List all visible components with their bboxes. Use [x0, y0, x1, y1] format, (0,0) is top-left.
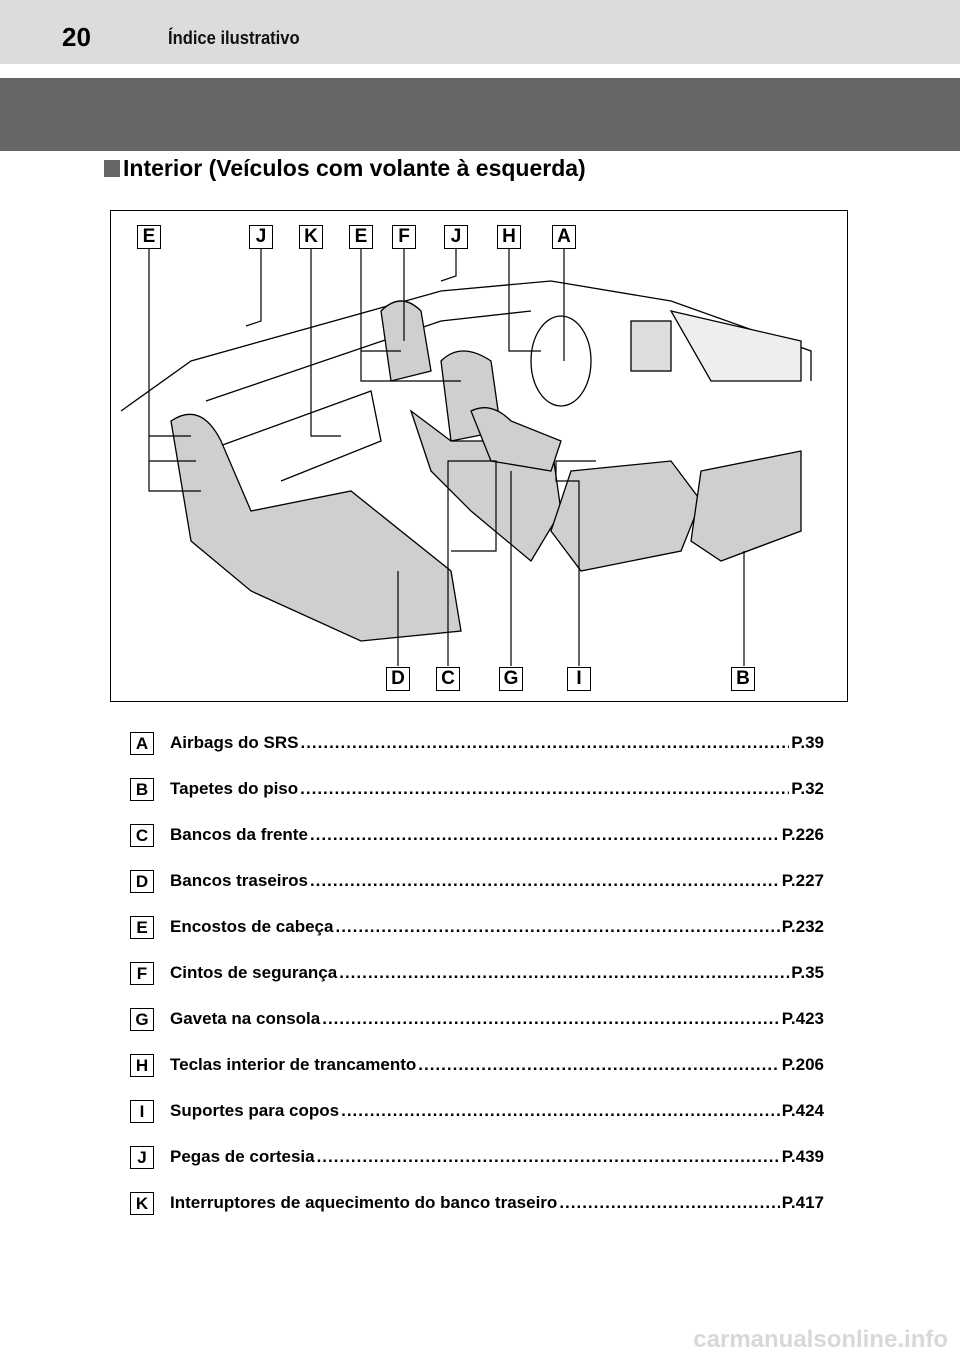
label-F: F	[392, 225, 416, 249]
item-page-ref[interactable]: P.439	[781, 1147, 824, 1166]
item-letter: D	[130, 869, 154, 893]
index-item[interactable]: I Suportes para copos P.424	[130, 1088, 824, 1134]
index-item[interactable]: B Tapetes do piso P.32	[130, 766, 824, 812]
dot-leader	[322, 1009, 780, 1029]
item-label: Airbags do SRS	[170, 733, 299, 752]
item-label: Bancos traseiros	[170, 871, 308, 890]
dot-leader	[339, 963, 789, 983]
index-item[interactable]: G Gaveta na consola P.423	[130, 996, 824, 1042]
item-page-ref[interactable]: P.35	[791, 963, 824, 982]
index-item[interactable]: D Bancos traseiros P.227	[130, 858, 824, 904]
index-item[interactable]: E Encostos de cabeça P.232	[130, 904, 824, 950]
index-item[interactable]: C Bancos da frente P.226	[130, 812, 824, 858]
section-heading: Interior (Veículos com volante à esquerd…	[104, 155, 586, 182]
dot-leader	[310, 871, 780, 891]
index-item[interactable]: H Teclas interior de trancamento P.206	[130, 1042, 824, 1088]
label-D: D	[386, 667, 410, 691]
dot-leader	[559, 1193, 779, 1213]
item-letter: B	[130, 777, 154, 801]
dot-leader	[341, 1101, 780, 1121]
dot-leader	[418, 1055, 780, 1075]
header-band	[0, 78, 960, 151]
label-H: H	[497, 225, 521, 249]
interior-illustration: E J K E F J H A D C G I B	[110, 210, 848, 702]
square-bullet-icon	[104, 160, 120, 177]
item-letter: I	[130, 1099, 154, 1123]
item-letter: K	[130, 1191, 154, 1215]
item-page-ref[interactable]: P.227	[781, 871, 824, 890]
item-page-ref[interactable]: P.232	[781, 917, 824, 936]
item-label: Pegas de cortesia	[170, 1147, 315, 1166]
index-item[interactable]: F Cintos de segurança P.35	[130, 950, 824, 996]
index-item[interactable]: K Interruptores de aquecimento do banco t…	[130, 1180, 824, 1226]
dot-leader	[310, 825, 780, 845]
item-page-ref[interactable]: P.417	[781, 1193, 824, 1212]
item-label: Gaveta na consola	[170, 1009, 321, 1028]
item-letter: F	[130, 961, 154, 985]
item-letter: C	[130, 823, 154, 847]
item-letter: A	[130, 731, 154, 755]
item-label: Tapetes do piso	[170, 779, 299, 798]
dot-leader	[300, 779, 789, 799]
label-E: E	[137, 225, 161, 249]
item-label: Interruptores de aquecimento do banco tr…	[170, 1193, 558, 1212]
item-page-ref[interactable]: P.32	[791, 779, 824, 798]
item-label: Encostos de cabeça	[170, 917, 334, 936]
dot-leader	[335, 917, 779, 937]
item-page-ref[interactable]: P.226	[781, 825, 824, 844]
item-label: Suportes para copos	[170, 1101, 340, 1120]
dot-leader	[300, 733, 789, 753]
item-letter: H	[130, 1053, 154, 1077]
chapter-title: Índice ilustrativo	[168, 28, 300, 48]
watermark: carmanualsonline.info	[693, 1326, 948, 1353]
item-letter: G	[130, 1007, 154, 1031]
label-E: E	[349, 225, 373, 249]
item-letter: J	[130, 1145, 154, 1169]
label-J: J	[249, 225, 273, 249]
car-interior-drawing	[120, 248, 812, 666]
section-title: Interior (Veículos com volante à esquerd…	[123, 155, 586, 181]
item-page-ref[interactable]: P.39	[791, 733, 824, 752]
label-B: B	[731, 667, 755, 691]
item-label: Cintos de segurança	[170, 963, 338, 982]
label-G: G	[499, 667, 523, 691]
item-page-ref[interactable]: P.424	[781, 1101, 824, 1120]
label-J: J	[444, 225, 468, 249]
label-A: A	[552, 225, 576, 249]
dot-leader	[317, 1147, 780, 1167]
page-header: 20 Índice ilustrativo	[0, 0, 960, 64]
label-C: C	[436, 667, 460, 691]
label-K: K	[299, 225, 323, 249]
index-item[interactable]: A Airbags do SRS P.39	[130, 720, 824, 766]
item-page-ref[interactable]: P.206	[781, 1055, 824, 1074]
page-number: 20	[62, 22, 91, 52]
item-page-ref[interactable]: P.423	[781, 1009, 824, 1028]
index-list: A Airbags do SRS P.39B Tapetes do piso P.32C…	[130, 720, 824, 1226]
item-label: Teclas interior de trancamento	[170, 1055, 417, 1074]
label-I: I	[567, 667, 591, 691]
item-letter: E	[130, 915, 154, 939]
index-item[interactable]: J Pegas de cortesia P.439	[130, 1134, 824, 1180]
item-label: Bancos da frente	[170, 825, 308, 844]
